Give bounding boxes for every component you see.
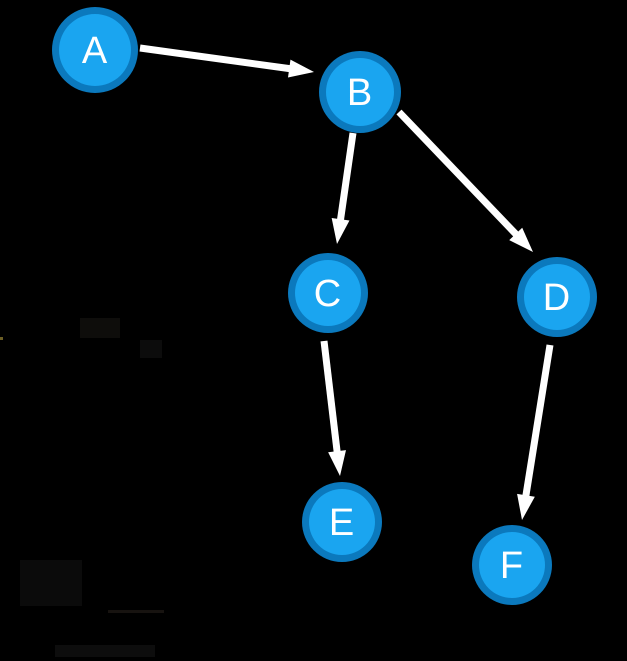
arrowhead-icon [288, 59, 314, 78]
arrowhead-icon [328, 450, 346, 476]
node-D[interactable]: D [517, 257, 597, 337]
node-F[interactable]: F [472, 525, 552, 605]
edge-line [396, 109, 522, 240]
node-inner-circle [479, 532, 545, 598]
edge-line [336, 132, 357, 224]
node-inner-circle [59, 14, 131, 86]
edge-line [139, 44, 294, 73]
edge-line [521, 344, 554, 500]
edge-B-C [331, 132, 357, 244]
node-inner-circle [309, 489, 375, 555]
node-inner-circle [524, 264, 590, 330]
edge-A-B [139, 44, 314, 78]
edge-D-F [517, 344, 554, 520]
edge-line [320, 340, 342, 456]
arrowhead-icon [509, 227, 533, 252]
node-inner-circle [295, 260, 361, 326]
arrowhead-icon [517, 493, 535, 520]
node-inner-circle [326, 58, 394, 126]
node-C[interactable]: C [288, 253, 368, 333]
arrowhead-icon [331, 217, 350, 244]
node-E[interactable]: E [302, 482, 382, 562]
node-B[interactable]: B [319, 51, 401, 133]
edge-C-E [320, 340, 346, 476]
edge-B-D [396, 109, 533, 252]
node-A[interactable]: A [52, 7, 138, 93]
